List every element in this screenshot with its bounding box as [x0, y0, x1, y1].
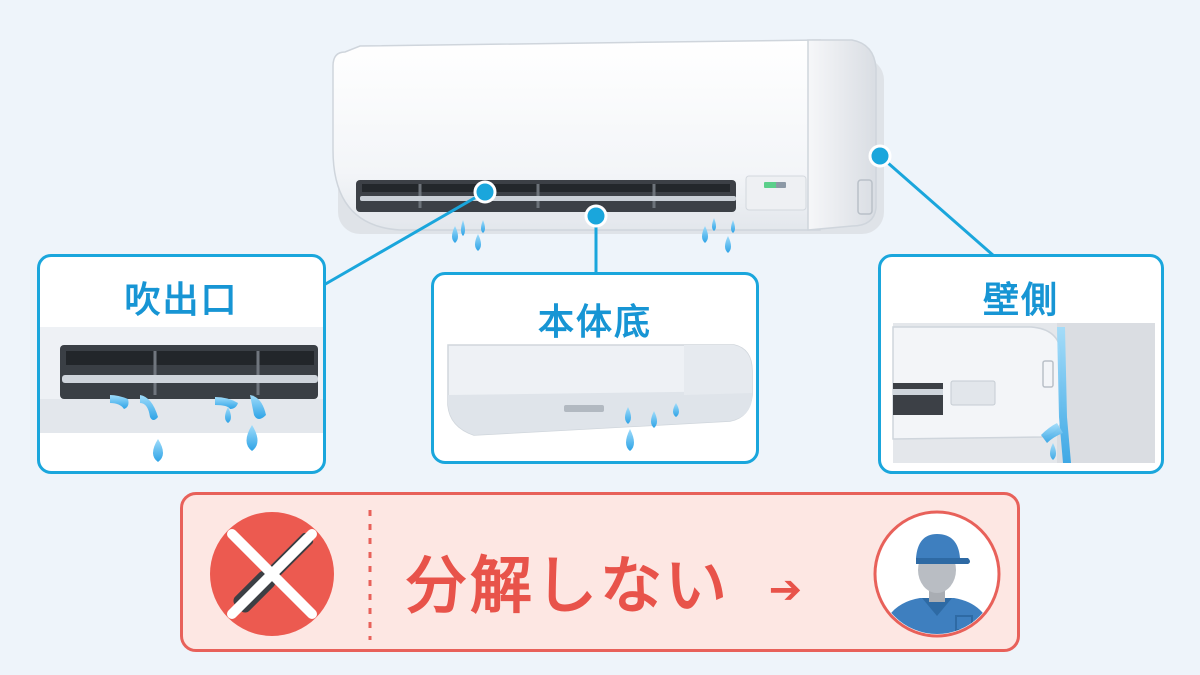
main-water-drops: [452, 218, 735, 253]
technician-avatar-icon: [873, 510, 1001, 638]
no-disassembly-label: 分解しない: [405, 549, 731, 622]
warning-text: 分解しない ➔: [405, 535, 805, 625]
callout-points: [473, 144, 892, 228]
bottom-closeup-illustration: [447, 344, 753, 451]
screwdriver-crossed-icon: [210, 512, 334, 636]
air-conditioner-unit: [332, 39, 884, 234]
panel-outlet-title: 吹出口: [124, 280, 239, 321]
panel-outlet: 吹出口: [37, 254, 326, 474]
outlet-closeup-illustration: [40, 327, 323, 462]
wall-closeup-illustration: [892, 323, 1155, 463]
panel-bottom: 本体底: [431, 272, 759, 464]
banner-graphics: [210, 510, 1001, 640]
panel-wall-title: 壁側: [982, 280, 1059, 321]
arrow-right-icon: ➔: [768, 566, 806, 613]
panel-wall: 壁側: [878, 254, 1164, 474]
panel-bottom-title: 本体底: [537, 302, 652, 343]
warning-banner: 分解しない ➔: [180, 492, 1020, 652]
